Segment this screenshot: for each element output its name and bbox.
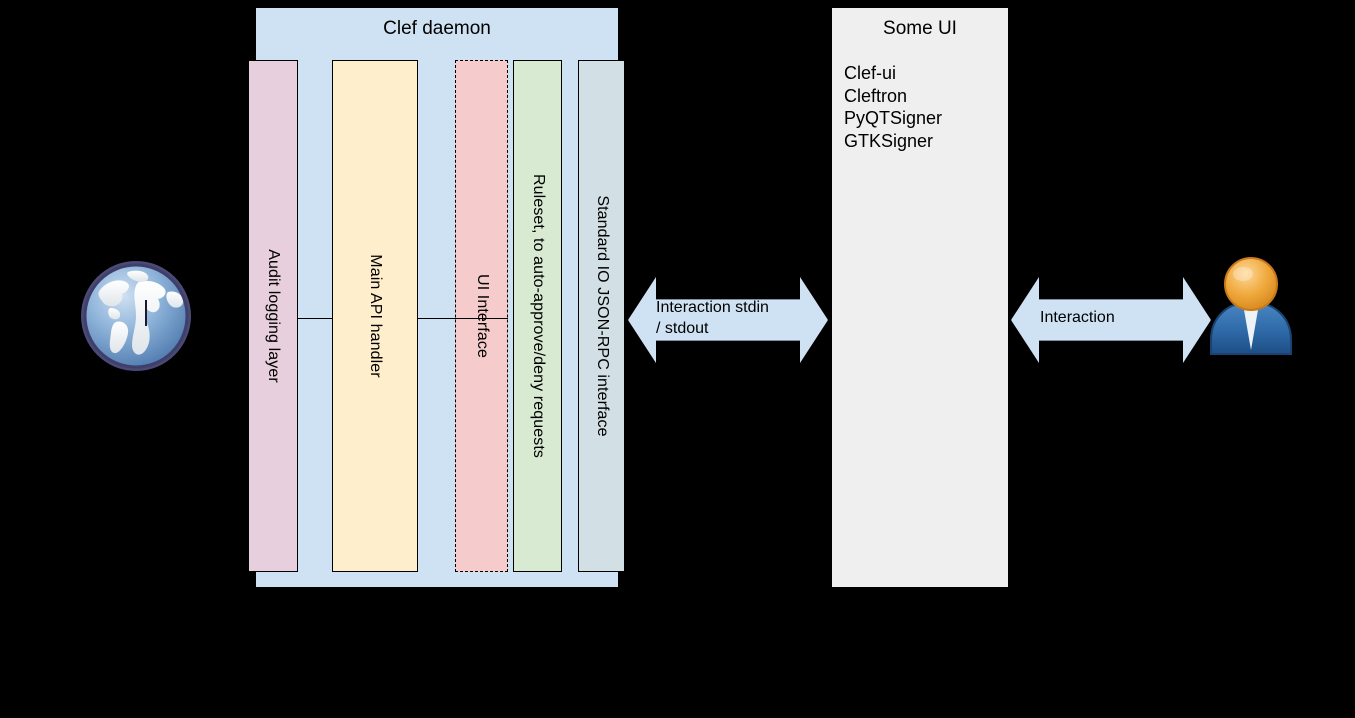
some-ui-list: Clef-ui Cleftron PyQTSigner GTKSigner <box>844 62 1004 152</box>
column-standard-io-jsonrpc-interface-label: Standard IO JSON-RPC interface <box>593 195 611 437</box>
list-item[interactable]: Cleftron <box>844 85 908 106</box>
arrow-interaction-label-line1: Interaction <box>1040 309 1115 326</box>
clef-daemon-container: Clef daemon <box>256 8 618 587</box>
globe-icon-svg <box>81 261 191 371</box>
column-ui-interface-label: UI Interface <box>473 274 491 358</box>
connector-api-to-ui <box>418 318 455 319</box>
connector-through-ui <box>455 318 508 319</box>
column-main-api-handler[interactable]: Main API handler <box>332 60 418 572</box>
arrow-interaction-stdio-label: Interaction stdin / stdout <box>656 297 769 339</box>
arrow-stdio-label-line2: / stdout <box>656 320 709 337</box>
column-ui-interface[interactable]: UI Interface <box>455 60 508 572</box>
arrow-stdio-label-line1: Interaction stdin <box>656 299 769 316</box>
arrow-interaction-user-label: Interaction <box>1040 307 1115 328</box>
user-icon <box>1203 254 1299 358</box>
list-item[interactable]: PyQTSigner <box>844 108 943 128</box>
connector-audit-to-api <box>298 318 332 319</box>
column-ruleset-label: Ruleset, to auto-approve/deny requests <box>529 174 547 458</box>
column-audit-logging-layer[interactable]: Audit logging layer <box>248 60 298 572</box>
some-ui-title: Some UI <box>883 18 957 39</box>
column-standard-io-jsonrpc-interface[interactable]: Standard IO JSON-RPC interface <box>578 60 625 572</box>
user-icon-svg <box>1210 257 1292 355</box>
globe-icon <box>76 256 196 376</box>
some-ui-panel: Some UI Clef-ui Cleftron PyQTSigner GTKS… <box>832 8 1008 587</box>
column-main-api-handler-label: Main API handler <box>367 254 384 378</box>
column-audit-logging-layer-label: Audit logging layer <box>265 249 282 383</box>
clef-daemon-title: Clef daemon <box>383 18 491 39</box>
list-item[interactable]: Clef-ui <box>844 63 897 83</box>
list-item[interactable]: GTKSigner <box>844 130 934 151</box>
column-ruleset[interactable]: Ruleset, to auto-approve/deny requests <box>513 60 562 572</box>
